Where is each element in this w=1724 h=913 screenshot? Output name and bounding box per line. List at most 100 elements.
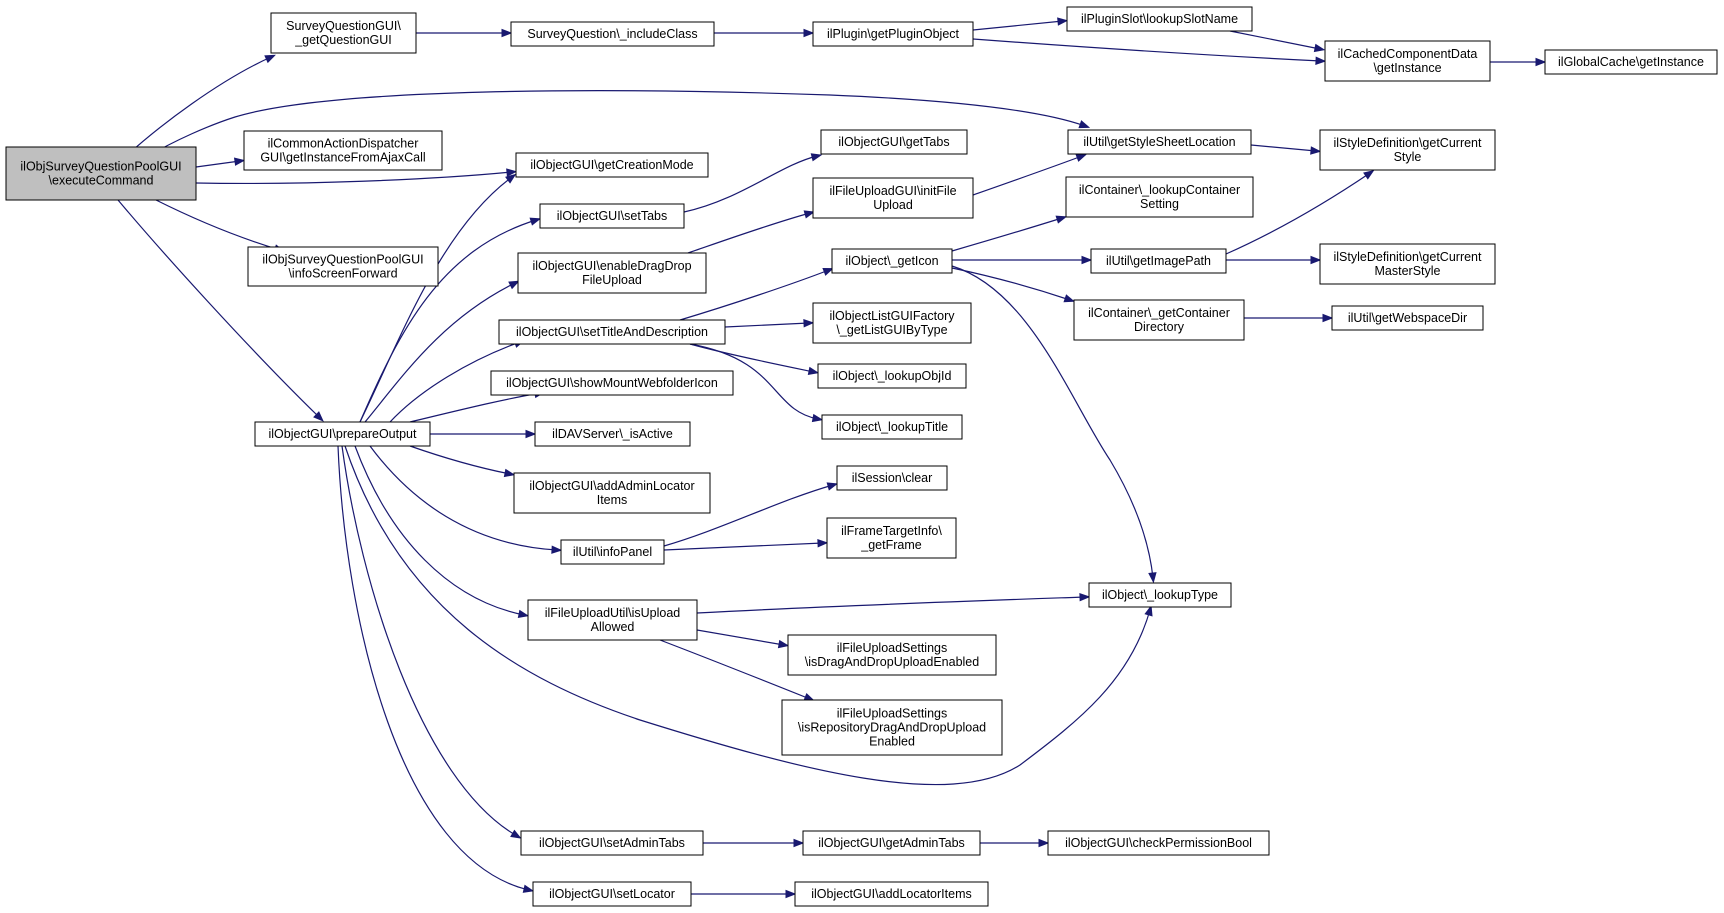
arrowhead-icon (264, 54, 276, 64)
arrowhead-icon (1055, 215, 1068, 224)
node-setLocator[interactable]: ilObjectGUI\setLocator (532, 881, 692, 907)
edge-execute-to-infoScreenForward (155, 199, 286, 253)
arrowhead-icon (1310, 255, 1322, 265)
edge-execute-to-prepareOutput (117, 199, 324, 422)
edge-line (117, 199, 321, 419)
edge-setTitleAndDescription-to-lookupObjId (689, 343, 820, 376)
node-label: ilStyleDefinition\getCurrent (1334, 136, 1483, 150)
node-commonAction[interactable]: ilCommonActionDispatcherGUI\getInstanceF… (243, 130, 443, 171)
arrowhead-icon (313, 411, 324, 422)
edge-execute-to-getQuestionGUI (123, 54, 276, 159)
arrowhead-icon (501, 28, 513, 38)
edge-line (663, 542, 824, 551)
edge-line (689, 343, 815, 373)
node-box (515, 152, 709, 178)
node-addLocatorItems[interactable]: ilObjectGUI\addLocatorItems (794, 881, 989, 907)
edge-line (1225, 172, 1371, 255)
node-box (794, 881, 989, 907)
node-setTitleAndDescription[interactable]: ilObjectGUI\setTitleAndDescription (498, 319, 726, 345)
node-box (490, 370, 734, 396)
node-label: ilObjectGUI\setTitleAndDescription (516, 325, 708, 339)
edge-line (369, 445, 558, 551)
node-lookupType[interactable]: ilObject\_lookupType (1088, 582, 1232, 608)
node-getFrame[interactable]: ilFrameTargetInfo\_getFrame (826, 517, 957, 559)
node-lookupSlotName[interactable]: ilPluginSlot\lookupSlotName (1066, 6, 1253, 32)
edge-line (359, 176, 513, 423)
arrowhead-icon (529, 217, 542, 226)
edge-line (344, 445, 1151, 786)
node-showMountWebfolderIcon[interactable]: ilObjectGUI\showMountWebfolderIcon (490, 370, 734, 396)
node-cachedGetInstance[interactable]: ilCachedComponentData\getInstance (1324, 40, 1491, 82)
edge-line (337, 445, 530, 891)
node-globalCache[interactable]: ilGlobalCache\getInstance (1544, 49, 1718, 75)
node-getQuestionGUI[interactable]: SurveyQuestionGUI\_getQuestionGUI (270, 12, 417, 54)
node-getListGUIByType[interactable]: ilObjectListGUIFactory\_getListGUIByType (812, 302, 972, 344)
arrowhead-icon (508, 280, 520, 290)
node-execute[interactable]: ilObjSurveyQuestionPoolGUI\executeComman… (5, 146, 197, 201)
node-label: ilObject\_lookupObjId (833, 369, 952, 383)
node-isRepositoryDragAndDrop[interactable]: ilFileUploadSettings\isRepositoryDragAnd… (781, 699, 1003, 756)
node-label: \executeCommand (49, 174, 154, 188)
edge-line (354, 445, 525, 616)
node-box (1544, 49, 1718, 75)
node-label: ilObject\_getIcon (845, 254, 938, 268)
node-box (831, 248, 953, 274)
node-label: MasterStyle (1375, 264, 1441, 278)
node-checkPermissionBool[interactable]: ilObjectGUI\checkPermissionBool (1047, 830, 1270, 856)
node-isDragAndDropUploadEnabled[interactable]: ilFileUploadSettings\isDragAndDropUpload… (787, 634, 997, 676)
node-getWebspaceDir[interactable]: ilUtil\getWebspaceDir (1331, 305, 1484, 331)
node-lookupTitle[interactable]: ilObject\_lookupTitle (821, 414, 963, 440)
arrowhead-icon (1310, 146, 1322, 155)
node-getTabs[interactable]: ilObjectGUI\getTabs (820, 129, 968, 155)
node-infoPanel[interactable]: ilUtil\infoPanel (560, 539, 665, 565)
arrowhead-icon (551, 545, 563, 554)
node-label: ilObject\_lookupType (1102, 588, 1218, 602)
arrowhead-icon (807, 366, 820, 376)
edge-prepareOutput-to-setAdminTabs (341, 445, 522, 839)
node-label: Setting (1140, 197, 1179, 211)
edge-line (389, 341, 521, 423)
nodes-layer: ilObjSurveyQuestionPoolGUI\executeComman… (5, 6, 1718, 907)
edge-line (696, 629, 785, 646)
edge-getImagePath-to-getCurrentMasterStyle (1226, 255, 1322, 265)
node-includeClass[interactable]: SurveyQuestion\_includeClass (510, 21, 715, 47)
arrowhead-icon (777, 639, 790, 649)
arrowhead-icon (803, 693, 815, 701)
node-getCreationMode[interactable]: ilObjectGUI\getCreationMode (515, 152, 709, 178)
edge-line (683, 155, 818, 213)
edge-getImagePath-to-getCurrentStyle (1225, 169, 1375, 255)
node-getPluginObject[interactable]: ilPlugin\getPluginObject (812, 21, 974, 47)
arrowhead-icon (1075, 153, 1088, 162)
node-getStyleSheetLocation[interactable]: ilUtil\getStyleSheetLocation (1067, 129, 1252, 155)
node-setAdminTabs[interactable]: ilObjectGUI\setAdminTabs (520, 830, 704, 856)
node-getAdminTabs[interactable]: ilObjectGUI\getAdminTabs (802, 830, 981, 856)
node-getImagePath[interactable]: ilUtil\getImagePath (1090, 248, 1227, 274)
node-setTabs[interactable]: ilObjectGUI\setTabs (539, 203, 685, 229)
node-sessionClear[interactable]: ilSession\clear (836, 465, 948, 491)
node-label: ilObjectGUI\addAdminLocator (529, 479, 694, 493)
node-lookupObjId[interactable]: ilObject\_lookupObjId (817, 363, 967, 389)
node-box (498, 319, 726, 345)
arrowhead-icon (803, 210, 816, 219)
node-box (826, 517, 957, 559)
node-box (781, 699, 1003, 756)
node-label: \isDragAndDropUploadEnabled (805, 655, 979, 669)
edge-includeClass-to-getPluginObject (714, 28, 815, 38)
node-davIsActive[interactable]: ilDAVServer\_isActive (534, 421, 691, 447)
node-box (1065, 176, 1254, 218)
edge-infoPanel-to-getFrame (663, 539, 829, 551)
node-infoScreenForward[interactable]: ilObjSurveyQuestionPoolGUI\infoScreenFor… (247, 246, 439, 287)
node-label: SurveyQuestion\_includeClass (527, 27, 697, 41)
node-getIcon[interactable]: ilObject\_getIcon (831, 248, 953, 274)
node-prepareOutput[interactable]: ilObjectGUI\prepareOutput (254, 421, 431, 447)
node-box (534, 421, 691, 447)
node-label: ilObjectGUI\getTabs (838, 135, 949, 149)
